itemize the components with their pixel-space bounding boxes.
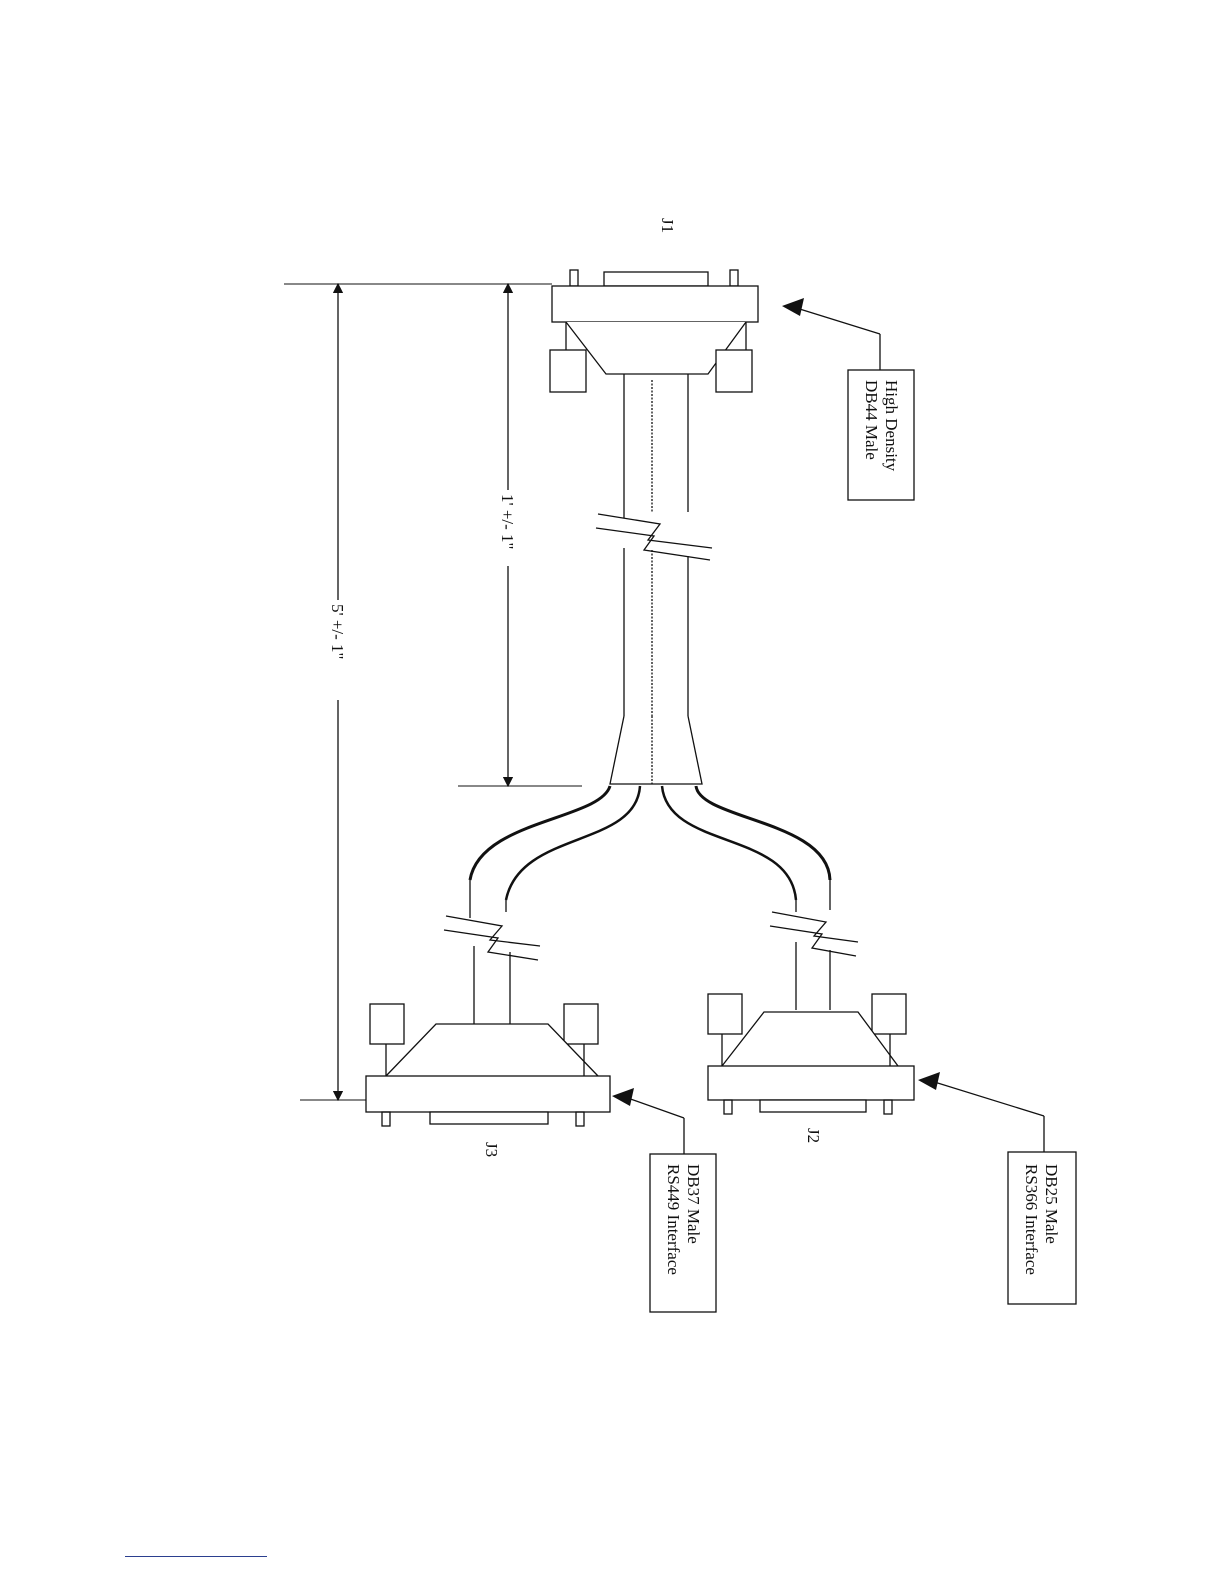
j3-ref-label: J3 (482, 1142, 501, 1157)
callout-box-j2 (1008, 1152, 1076, 1304)
connector-j2 (708, 994, 914, 1114)
dimension-lines (284, 284, 582, 1100)
connector-j3 (366, 1004, 610, 1126)
connector-j1 (550, 270, 758, 392)
j3-callout-line1: DB37 Male (684, 1164, 703, 1244)
j2-callout-line2: RS366 Interface (1022, 1164, 1041, 1275)
trunk-cable (596, 374, 712, 784)
j3-callout-line2: RS449 Interface (664, 1164, 683, 1275)
j1-callout-line1: High Density (882, 380, 901, 472)
footnote-rule (125, 1556, 267, 1557)
trunk-dimension-label: 1' +/- 1" (498, 494, 517, 549)
j2-ref-label: J2 (804, 1128, 823, 1143)
j2-callout-line1: DB25 Male (1042, 1164, 1061, 1244)
j1-callout-line2: DB44 Male (862, 380, 881, 460)
j1-ref-label: J1 (658, 218, 677, 233)
branch-cables (444, 786, 858, 1024)
overall-dimension-label: 5' +/- 1" (328, 604, 347, 659)
